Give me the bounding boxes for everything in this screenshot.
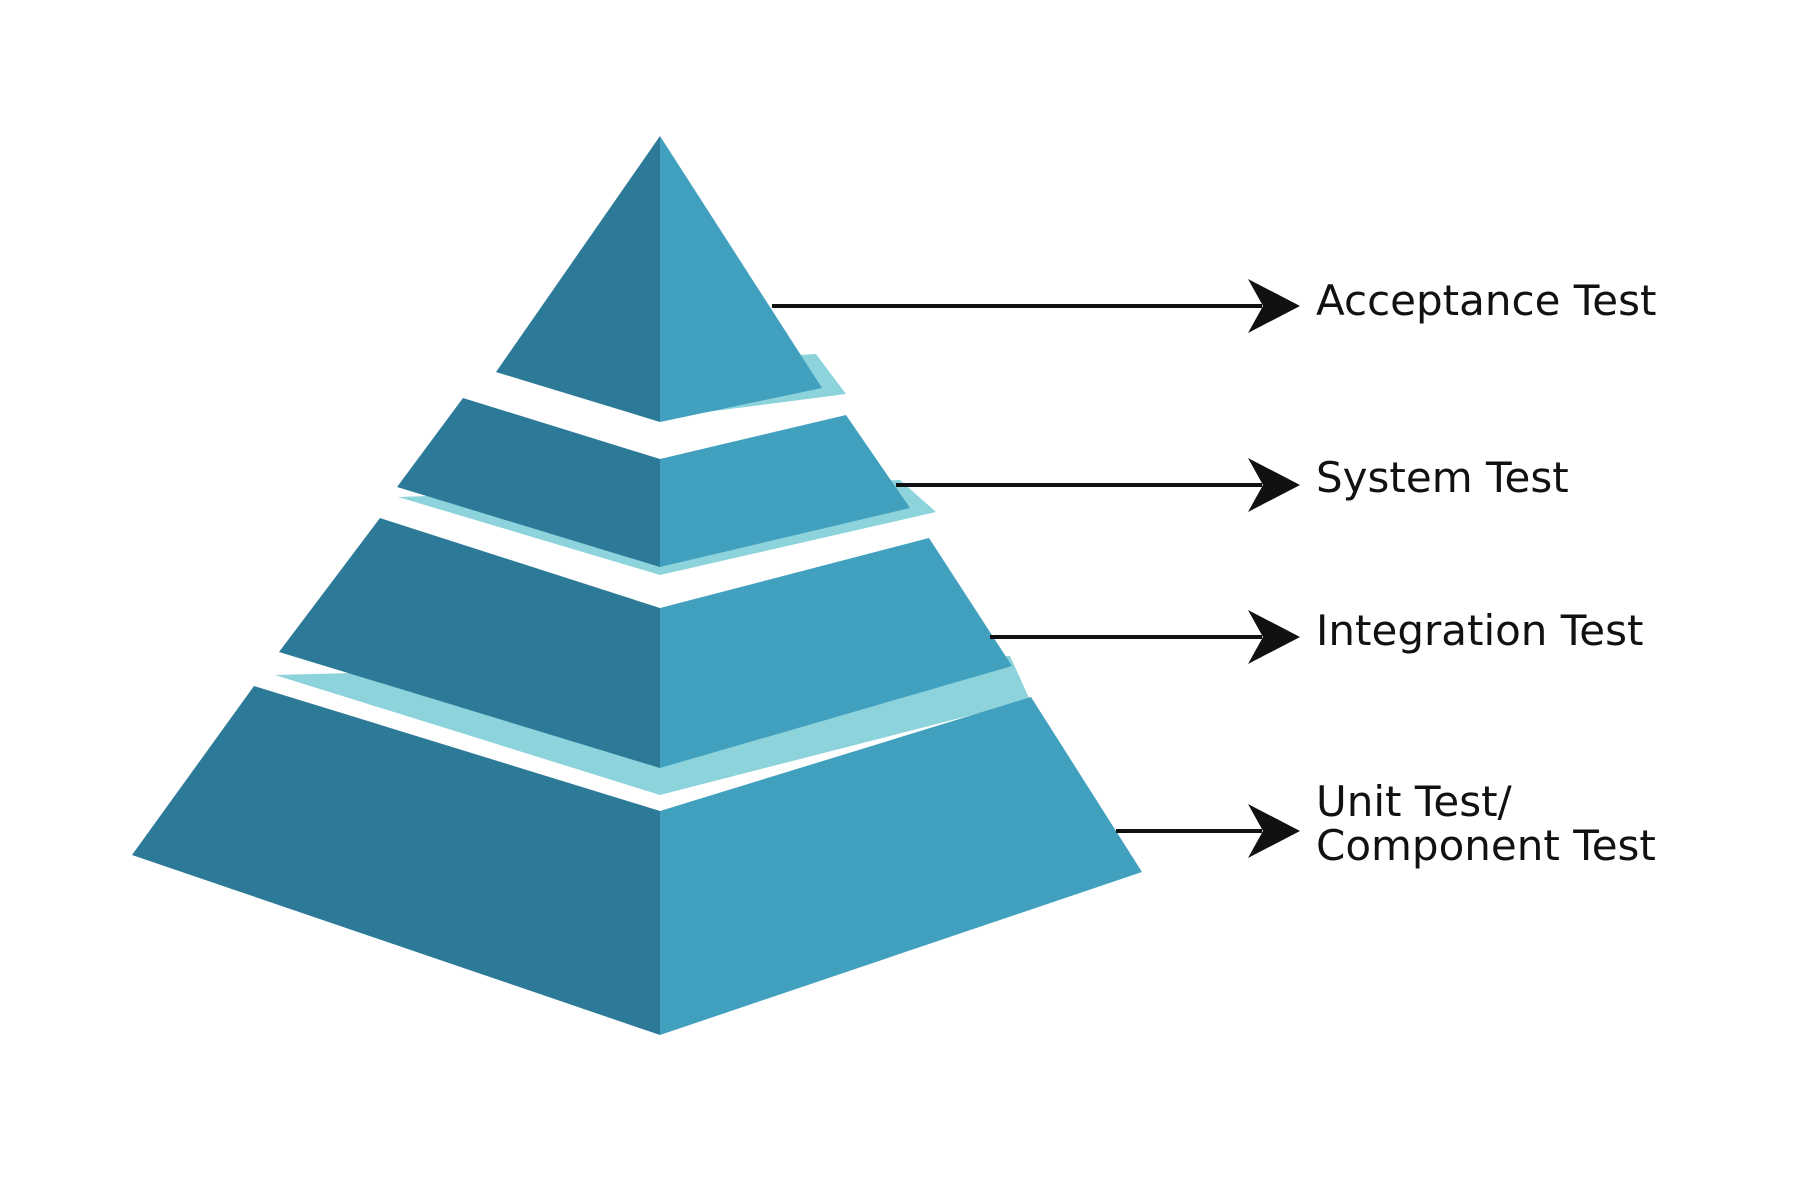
layer-label-system: System Test bbox=[1316, 456, 1569, 500]
tier-2-left-face bbox=[397, 398, 660, 567]
label-line: Component Test bbox=[1316, 821, 1656, 870]
arrow-right-icon bbox=[1248, 458, 1300, 512]
tier-4-right-face bbox=[660, 697, 1142, 1035]
layer-label-integration: Integration Test bbox=[1316, 609, 1644, 653]
label-line: Integration Test bbox=[1316, 606, 1644, 655]
tier-4-left-face bbox=[132, 686, 660, 1035]
tier-3-left-face bbox=[279, 518, 660, 768]
tier-1-right-face bbox=[660, 136, 822, 422]
arrow-right-icon bbox=[1248, 610, 1300, 664]
layer-label-unit-component: Unit Test/ Component Test bbox=[1316, 780, 1656, 868]
tier-1-left-face bbox=[496, 136, 660, 422]
tier-2-right-face bbox=[660, 415, 910, 567]
label-line: Unit Test/ bbox=[1316, 777, 1512, 826]
layer-label-acceptance: Acceptance Test bbox=[1316, 279, 1657, 323]
tier-3-right-face bbox=[660, 538, 1012, 768]
arrow-right-icon bbox=[1248, 279, 1300, 333]
arrow-right-icon bbox=[1248, 804, 1300, 858]
label-line: Acceptance Test bbox=[1316, 276, 1657, 325]
label-line: System Test bbox=[1316, 453, 1569, 502]
